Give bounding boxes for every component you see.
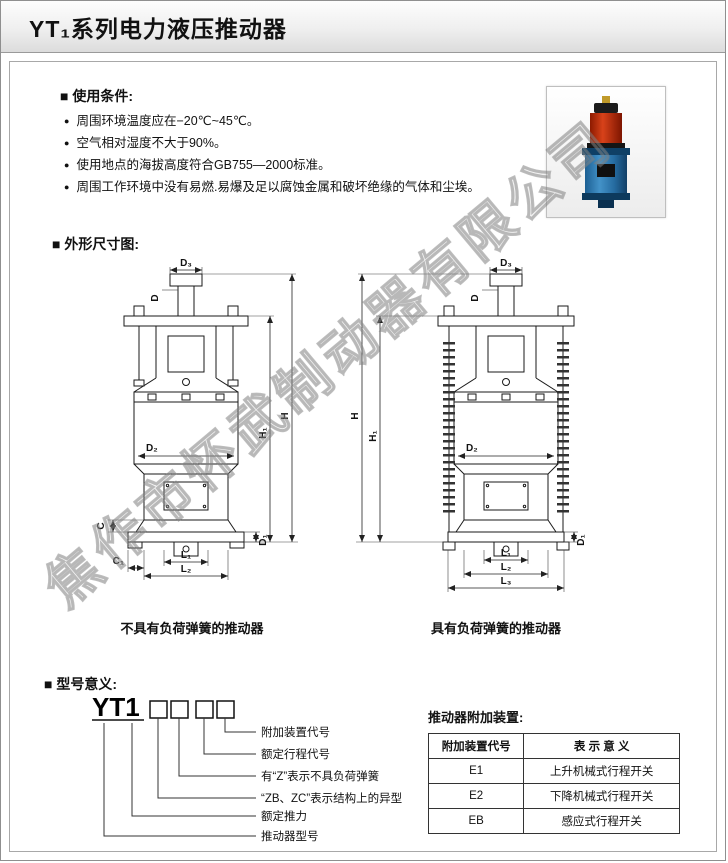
page-title: YT₁系列电力液压推动器 <box>29 15 287 42</box>
callout-label: 额定推力 <box>261 809 307 823</box>
callout-line <box>131 723 256 817</box>
dim-label-h1: H₁ <box>368 430 379 441</box>
callout-label: 有“Z”表示不具负荷弹簧 <box>261 769 379 783</box>
usage-item: 使用地点的海拔高度符合GB755—2000标准。 <box>64 154 480 176</box>
table-cell-code: EB <box>427 808 525 834</box>
table-cell-meaning: 上升机械式行程开关 <box>523 758 680 784</box>
attachments-title: 推动器附加装置: <box>428 710 524 725</box>
outline-dimensions-heading: ■ 外形尺寸图: <box>52 236 140 252</box>
thruster-outline <box>123 273 249 557</box>
model-code-box <box>216 700 235 719</box>
callout-line <box>178 718 256 777</box>
dim-label-l2: L₂ <box>501 562 512 573</box>
usage-item: 周围环境温度应在−20℃~45℃。 <box>64 110 480 132</box>
dim-label-h: H <box>350 412 361 419</box>
model-code-box <box>149 700 168 719</box>
dim-label-l1: L₁ <box>181 550 191 561</box>
nameplate <box>597 164 615 177</box>
table-row: EB 感应式行程开关 <box>427 808 680 834</box>
callout-label: 额定行程代号 <box>261 747 330 761</box>
dim-label-d1: D₁ <box>576 534 587 545</box>
dim-label-h1: H₁ <box>258 427 269 438</box>
table-header-meaning: 表 示 意 义 <box>523 733 680 759</box>
table-cell-code: E2 <box>427 783 525 809</box>
dimension-annotations: D₃ D D₂ H₁ H L₁ L₂ C₁ <box>96 258 298 580</box>
table-row: E1 上升机械式行程开关 <box>427 758 680 784</box>
content-frame: ■ 使用条件: 周围环境温度应在−20℃~45℃。 空气相对湿度不大于90%。 … <box>9 61 717 852</box>
dim-label-l2: L₂ <box>181 564 192 575</box>
page-header: YT₁系列电力液压推动器 <box>1 1 725 53</box>
table-row: E2 下降机械式行程开关 <box>427 783 680 809</box>
usage-conditions-heading: ■ 使用条件: <box>60 88 134 104</box>
caption-with-spring: 具有负荷弹簧的推动器 <box>430 621 561 636</box>
top-fitting <box>602 96 610 103</box>
callout-label: 附加装置代号 <box>261 725 330 739</box>
callout-line <box>157 718 256 799</box>
table-header-row: 附加装置代号 表 示 意 义 <box>427 733 680 759</box>
usage-item: 空气相对湿度不大于90%。 <box>64 132 480 154</box>
dim-label-d: D <box>150 294 161 301</box>
attachments-table: 附加装置代号 表 示 意 义 E1 上升机械式行程开关 E2 下降机械式行程开关… <box>427 733 680 834</box>
outline-drawing-without-spring: D₃ D D₂ H₁ H L₁ L₂ C₁ <box>96 258 298 580</box>
thruster-outline <box>437 273 575 557</box>
dim-label-d2: D₂ <box>146 443 158 454</box>
dim-label-d3: D₃ <box>500 258 512 269</box>
table-header-code: 附加装置代号 <box>427 733 525 759</box>
usage-item: 周围工作环境中没有易燃.易爆及足以腐蚀金属和破坏绝缘的气体和尘埃。 <box>64 176 479 198</box>
dim-label-l1: L₁ <box>501 548 511 559</box>
callout-line <box>224 718 256 733</box>
table-cell-meaning: 下降机械式行程开关 <box>523 783 680 809</box>
callout-line <box>103 723 256 837</box>
dim-label-d2: D₂ <box>466 443 478 454</box>
dim-label-c1: C₁ <box>113 556 124 567</box>
dim-label-d: D <box>470 294 481 301</box>
dim-label-c: C <box>96 522 107 529</box>
red-cylinder <box>590 113 622 143</box>
dim-label-h: H <box>280 412 291 419</box>
product-photo <box>546 86 666 218</box>
load-springs <box>443 342 569 514</box>
model-code-box <box>170 700 189 719</box>
dim-label-d3: D₃ <box>180 258 192 269</box>
dimension-annotations: D₃ D H H₁ D₂ L₁ L₂ L₃ <box>350 258 587 592</box>
callout-label: 推动器型号 <box>261 829 319 843</box>
table-cell-meaning: 感应式行程开关 <box>523 808 680 834</box>
model-designation-diagram: YT1 附加装置代号 额定行程代号 有“Z”表示不具负荷弹簧 “ZB、ZC”表示… <box>92 692 402 843</box>
model-prefix: YT1 <box>92 692 140 722</box>
dim-label-d1: D₁ <box>258 534 269 545</box>
attachments-block: 推动器附加装置: 附加装置代号 表 示 意 义 E1 上升机械式行程开关 E2 <box>427 707 680 834</box>
dim-label-l3: L₃ <box>501 576 512 587</box>
outline-drawing-with-spring: D₃ D H H₁ D₂ L₁ L₂ L₃ <box>350 258 587 592</box>
callout-label: “ZB、ZC”表示结构上的异型 <box>261 791 402 805</box>
callout-line <box>203 718 256 755</box>
thruster-photo-illustration <box>582 96 630 208</box>
model-code-box <box>195 700 214 719</box>
table-cell-code: E1 <box>427 758 525 784</box>
usage-conditions-list: 周围环境温度应在−20℃~45℃。 空气相对湿度不大于90%。 使用地点的海拔高… <box>64 110 480 198</box>
caption-without-spring: 不具有负荷弹簧的推动器 <box>120 621 264 636</box>
model-meaning-heading: ■ 型号意义: <box>44 676 118 692</box>
